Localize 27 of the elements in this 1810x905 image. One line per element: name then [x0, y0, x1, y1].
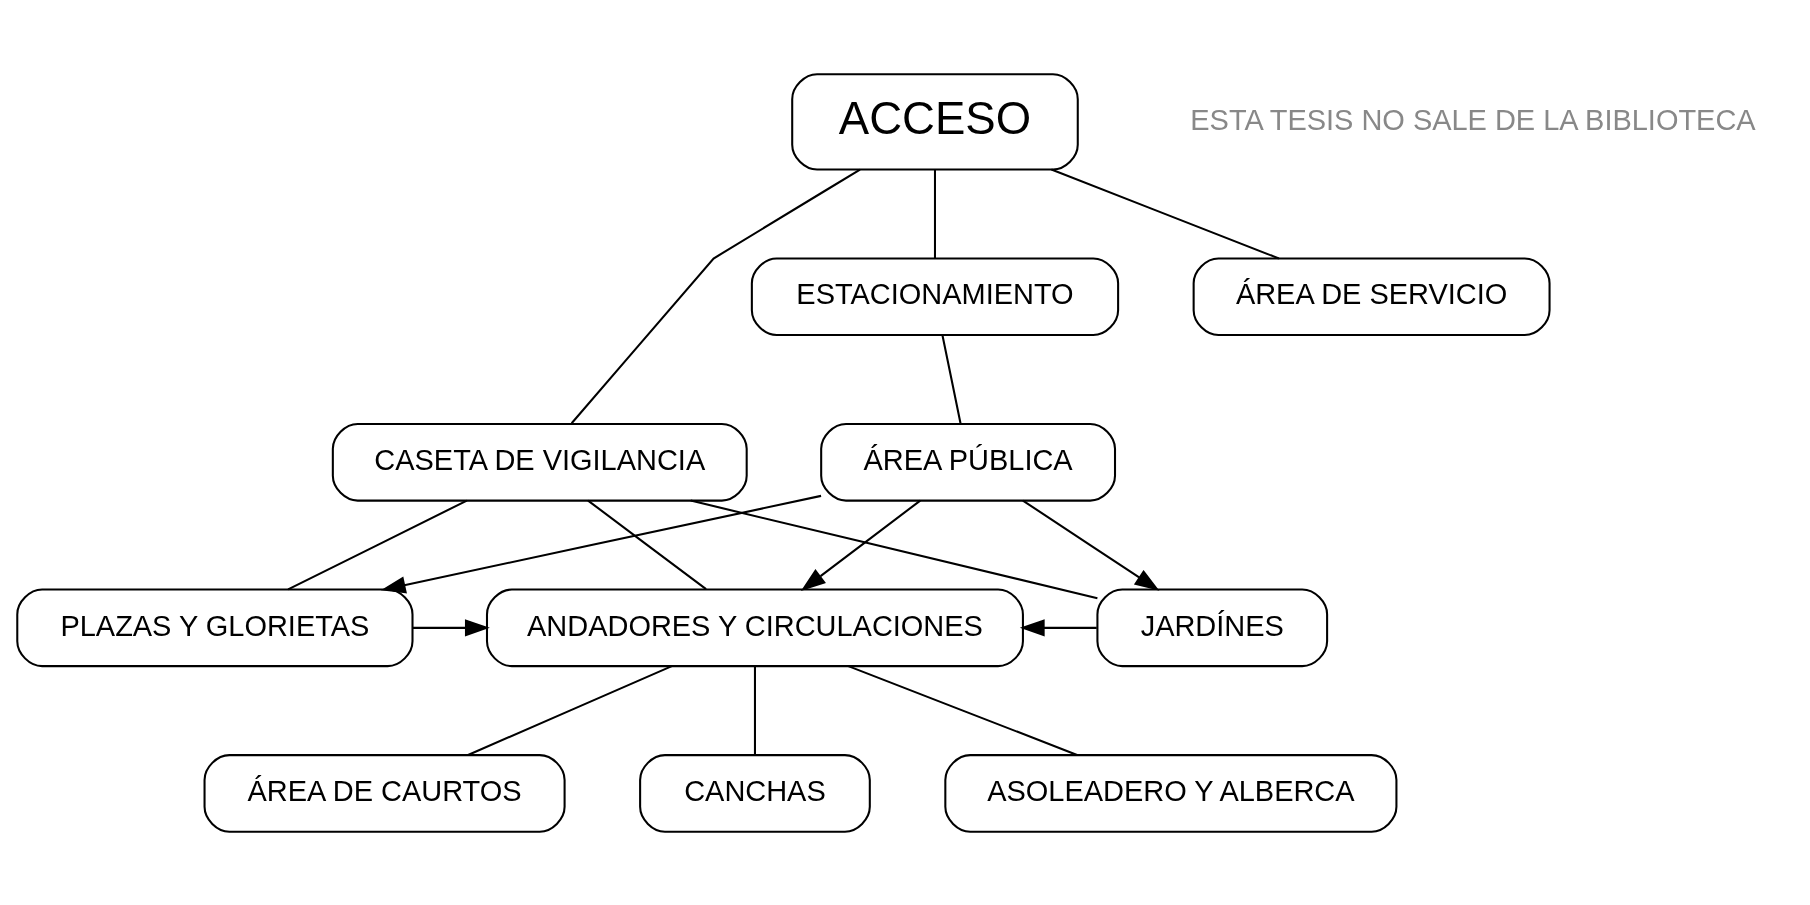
node-box: ÁREA DE SERVICIO — [1192, 256, 1551, 336]
connector — [467, 664, 672, 756]
connector — [753, 666, 756, 755]
connector — [1050, 168, 1279, 259]
arrow — [1019, 618, 1097, 637]
node-box: ANDADORES Y CIRCULACIONES — [485, 588, 1024, 667]
connector — [847, 664, 1077, 756]
node-box: ÁREA PÚBLICA — [819, 422, 1116, 502]
node-box: ÁREA DE CAURTOS — [203, 753, 566, 833]
arrow — [800, 499, 921, 591]
node-box: ESTACIONAMIENTO — [750, 256, 1119, 336]
node-box: ASOLEADERO Y ALBERCA — [943, 753, 1397, 833]
node-box: CASETA DE VIGILANCIA — [331, 422, 748, 502]
node-box: JARDÍNES — [1095, 588, 1328, 667]
arrow — [1021, 499, 1159, 591]
connector — [287, 499, 467, 590]
connector — [570, 168, 861, 424]
node-box: CANCHAS — [638, 753, 871, 833]
arrow — [380, 494, 821, 594]
connector — [586, 499, 707, 590]
node-box: ACCESO — [790, 72, 1079, 171]
arrow — [412, 618, 490, 637]
connector — [933, 169, 936, 258]
connector — [941, 334, 962, 424]
label: ESTA TESIS NO SALE DE LA BIBLIOTECA — [1189, 103, 1756, 136]
node-box: PLAZAS Y GLORIETAS — [15, 588, 414, 667]
connector — [689, 499, 1098, 599]
